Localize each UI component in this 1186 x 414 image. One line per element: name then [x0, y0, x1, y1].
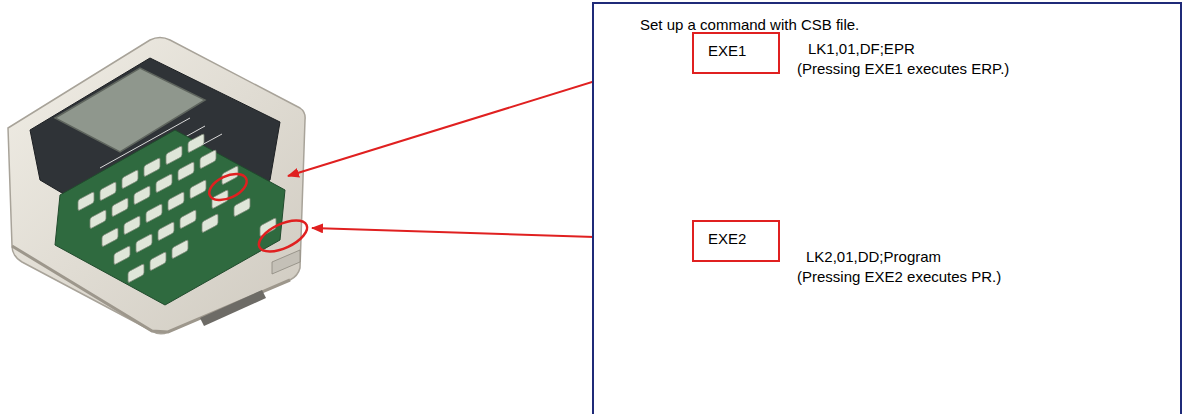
- key-box: EXE2: [692, 220, 780, 262]
- command-string: LK2,01,DD;Program: [806, 248, 941, 266]
- key-box: EXE1: [692, 32, 780, 74]
- key-name: EXE2: [708, 230, 778, 248]
- command-note: (Pressing EXE1 executes ERP.): [797, 60, 1009, 78]
- command-string: LK1,01,DF;EPR: [808, 40, 915, 58]
- key-name: EXE1: [708, 42, 778, 60]
- command-note: (Pressing EXE2 executes PR.): [797, 268, 1001, 286]
